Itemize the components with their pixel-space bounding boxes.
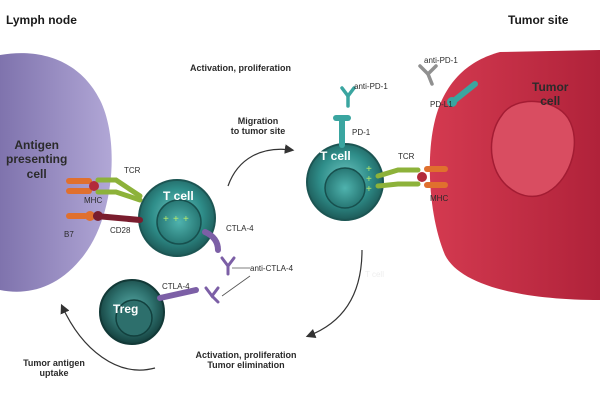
- tcr-left-label: TCR: [124, 166, 141, 175]
- anti-ctla4-antibody-1: [220, 256, 236, 276]
- t-cell-left-nucleus: [156, 199, 202, 245]
- pd1-receptor: [333, 115, 351, 148]
- antigen-presenting-cell: [0, 53, 112, 292]
- migration-label: Migration to tumor site: [230, 116, 286, 137]
- anti-pd1-top-label: anti-PD-1: [354, 82, 388, 91]
- tcr-right: [375, 167, 421, 189]
- ctla4-tcell-label: CTLA-4: [226, 224, 254, 233]
- uptake-arrow: [60, 303, 156, 371]
- b7-molecule: [66, 211, 95, 221]
- anti-pd1-antibody-top: [340, 86, 356, 108]
- treg-label: Treg: [113, 302, 139, 316]
- anti-ctla4-antibody-2: [204, 286, 220, 304]
- tumor-nucleus: [490, 100, 576, 198]
- mhc-right-label: MHC: [430, 194, 449, 203]
- t-cell-left-label: T cell: [163, 189, 194, 203]
- anti-pd1-antibody-right: [418, 64, 438, 86]
- tumor-antigen-uptake-label: Tumor antigen uptake: [23, 358, 85, 379]
- pd1-label: PD-1: [352, 128, 371, 137]
- pd-l1-ligand: [447, 81, 478, 107]
- activation-plus-right: +++: [366, 164, 372, 195]
- tcr-left: [95, 177, 143, 203]
- treg-nucleus: [115, 299, 153, 337]
- ctla4-treg-label: CTLA-4: [162, 282, 190, 291]
- ctla4-tcell: [202, 229, 221, 253]
- antigen-presenting-cell-label: Antigen presenting cell: [6, 138, 68, 181]
- svg-text:+: +: [173, 214, 179, 225]
- b7-label: B7: [64, 230, 74, 239]
- activation-plus-left: + + +: [163, 214, 189, 225]
- tcr-right-label: TCR: [398, 152, 415, 161]
- migration-arrow: [227, 144, 295, 187]
- activation-top-label: Activation, proliferation: [190, 63, 292, 73]
- t-cell-right-nucleus: [324, 167, 366, 209]
- tumor-site-header: Tumor site: [508, 13, 569, 27]
- svg-text:+: +: [366, 164, 372, 175]
- anti-ctla4-label: anti-CTLA-4: [250, 264, 294, 273]
- cd28-label: CD28: [110, 226, 131, 235]
- anti-ctla4-leader-2: [221, 275, 251, 297]
- elimination-arrow: [305, 249, 363, 338]
- svg-text:+: +: [183, 214, 189, 225]
- tumor-cell-label: Tumor cell: [532, 80, 569, 109]
- svg-text:+: +: [366, 184, 372, 195]
- pd-l1-label: PD-L1: [430, 100, 453, 109]
- svg-text:+: +: [366, 174, 372, 185]
- t-cell-right-label: T cell: [320, 149, 351, 163]
- faint-t-cell-label: T cell: [365, 270, 384, 279]
- mhc-right: [417, 166, 448, 188]
- ctla4-treg: [157, 287, 199, 301]
- mhc-left: [66, 178, 99, 194]
- anti-pd1-right-label: anti-PD-1: [424, 56, 458, 65]
- cd28-receptor: [93, 211, 143, 223]
- lymph-node-header: Lymph node: [6, 13, 77, 27]
- svg-text:+: +: [163, 214, 169, 225]
- mhc-left-label: MHC: [84, 196, 103, 205]
- activation-bottom-label: Activation, proliferation Tumor eliminat…: [195, 350, 297, 371]
